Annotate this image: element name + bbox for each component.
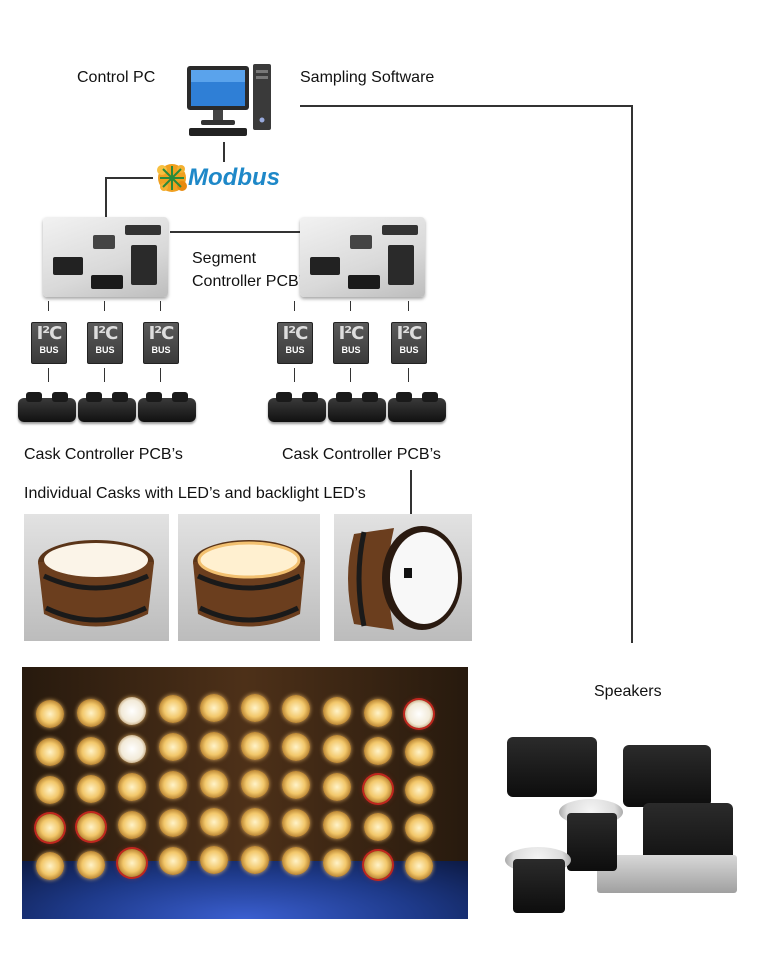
led-lamp: [323, 697, 351, 725]
modbus-text: Modbus: [188, 164, 280, 191]
led-lamp: [77, 698, 105, 727]
led-lamp: [282, 847, 310, 876]
led-lamp: [405, 814, 433, 843]
led-wall-image: [22, 667, 468, 919]
led-lamp: [405, 738, 433, 767]
segment-controller-pcb-right: [300, 217, 425, 297]
wire-sampling-h: [300, 105, 633, 107]
led-lamp: [241, 731, 269, 760]
stub: [408, 301, 409, 311]
led-lamp: [241, 807, 269, 836]
led-lamp: [159, 695, 187, 724]
stub: [350, 368, 351, 382]
cask-controller-icon: [328, 392, 386, 422]
led-lamp: [200, 807, 228, 836]
computer-icon: [185, 62, 275, 142]
individual-casks-label: Individual Casks with LED’s and backligh…: [24, 485, 366, 502]
cask-controller-icon: [78, 392, 136, 422]
led-lamp: [159, 733, 187, 762]
wire-sampling-v: [631, 105, 633, 643]
cask-controller-label-right: Cask Controller PCB’s: [282, 446, 441, 463]
led-lamp: [118, 735, 146, 763]
led-lamp: [159, 847, 187, 876]
cask-controller-label-left: Cask Controller PCB’s: [24, 446, 183, 463]
stub: [104, 301, 105, 311]
led-lamp: [118, 849, 146, 877]
sampling-software-label: Sampling Software: [300, 69, 435, 86]
led-lamp: [77, 736, 105, 765]
cask-controller-icon: [18, 392, 76, 422]
led-lamp: [200, 845, 228, 874]
led-lamp: [200, 731, 228, 760]
led-lamp: [36, 738, 64, 767]
led-lamp: [364, 812, 392, 841]
barrel-image: [24, 514, 169, 641]
stub: [350, 301, 351, 311]
barrel-image: [334, 514, 472, 641]
led-lamp: [364, 736, 392, 765]
led-lamp: [282, 771, 310, 800]
cask-controller-icon: [388, 392, 446, 422]
led-lamp: [118, 697, 146, 725]
stub: [294, 368, 295, 382]
led-lamp: [77, 774, 105, 803]
led-lamp: [323, 849, 351, 877]
led-lamp: [282, 695, 310, 724]
led-lamp: [77, 812, 105, 841]
led-lamp: [159, 809, 187, 838]
led-lamp: [159, 771, 187, 800]
led-lamp: [364, 698, 392, 727]
stub: [408, 368, 409, 382]
control-pc-label: Control PC: [77, 69, 156, 86]
led-lamp: [241, 845, 269, 874]
led-lamp: [323, 735, 351, 763]
barrel-image: [178, 514, 320, 641]
wire-modbus-left-v: [105, 177, 107, 217]
led-lamp: [405, 776, 433, 805]
wire-pc-modbus: [223, 142, 225, 162]
led-lamp: [200, 693, 228, 722]
led-lamp: [77, 850, 105, 879]
led-lamp: [36, 814, 64, 843]
led-lamp: [405, 852, 433, 881]
speakers-label: Speakers: [594, 683, 662, 700]
led-lamp: [36, 776, 64, 805]
led-lamp: [282, 809, 310, 838]
led-lamp: [241, 769, 269, 798]
stub: [294, 301, 295, 311]
cask-controller-icon: [138, 392, 196, 422]
led-lamp: [241, 693, 269, 722]
led-lamp: [364, 774, 392, 803]
speaker-system-image: [495, 735, 745, 915]
led-lamp: [200, 769, 228, 798]
led-lamp: [323, 811, 351, 839]
led-lamp: [323, 773, 351, 801]
led-lamp: [405, 700, 433, 729]
led-lamp: [36, 852, 64, 881]
stub: [48, 301, 49, 311]
segment-controller-pcb-left: [43, 217, 168, 297]
led-lamp: [282, 733, 310, 762]
segment-controller-label: Segment Controller PCB’s: [192, 250, 310, 290]
stub: [160, 368, 161, 382]
led-lamp: [364, 850, 392, 879]
led-lamp: [118, 773, 146, 801]
wire-pcb-link: [170, 231, 305, 233]
wire-modbus-left-h: [105, 177, 153, 179]
cask-controller-icon: [268, 392, 326, 422]
led-lamp: [36, 700, 64, 729]
stub: [48, 368, 49, 382]
stub: [160, 301, 161, 311]
modbus-logo: Modbus: [152, 160, 302, 196]
led-lamp: [118, 811, 146, 839]
stub: [104, 368, 105, 382]
